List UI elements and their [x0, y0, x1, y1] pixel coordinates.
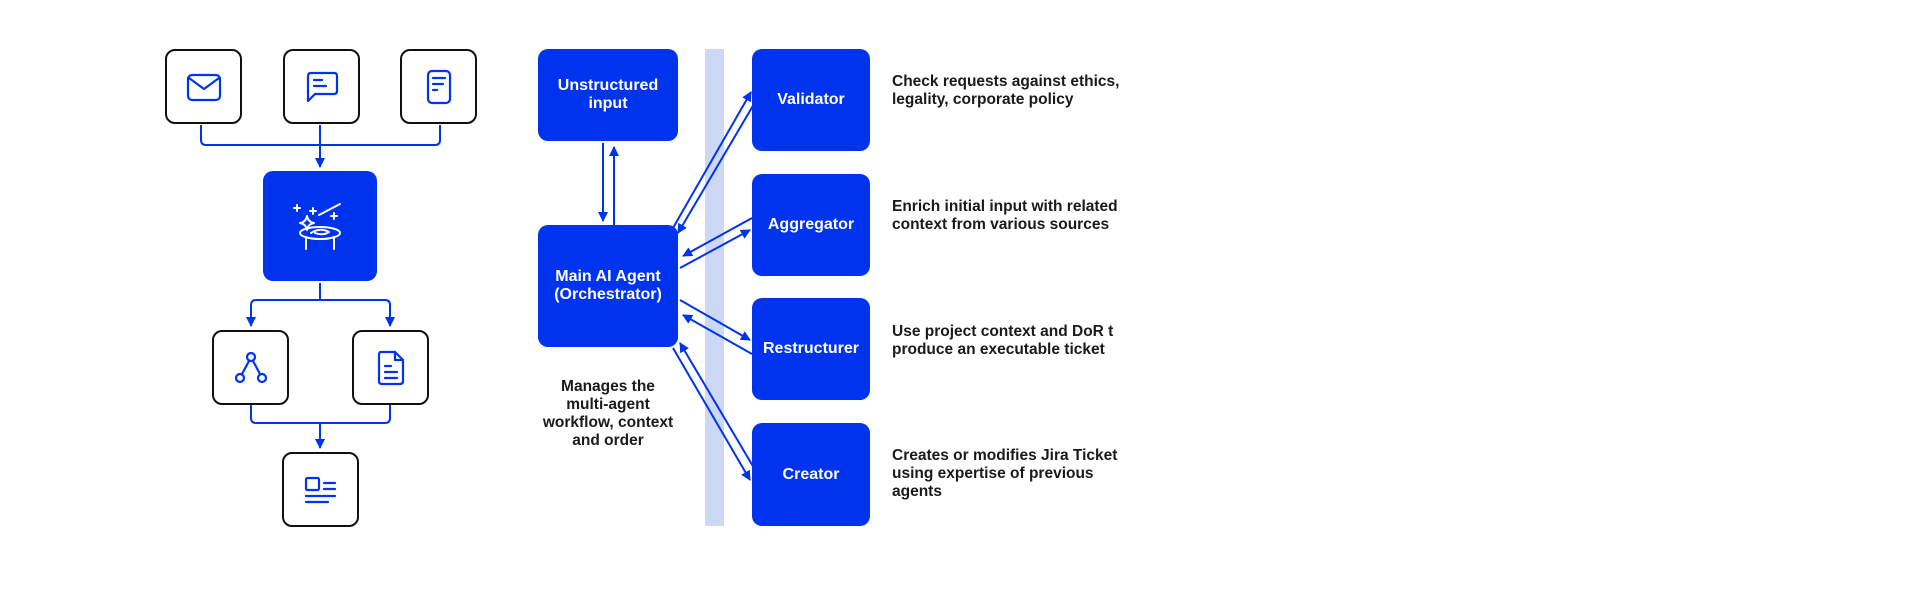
- agent-name: Creator: [782, 465, 840, 483]
- agent-description-validator: Check requests against ethics, legality,…: [892, 73, 1120, 108]
- article-layout-icon: [304, 476, 336, 503]
- orchestrator-note: Manages the multi-agent workflow, contex…: [520, 378, 696, 450]
- agent-name: Restructurer: [762, 340, 860, 357]
- document-icon: [426, 69, 451, 104]
- workflow-nodes-icon: [234, 351, 267, 383]
- input-box-document: [400, 49, 477, 124]
- output-box-article: [282, 452, 359, 527]
- branch-box-file: [352, 330, 429, 405]
- connector-to-branch-1: [246, 299, 320, 327]
- agent-box-validator: Validator: [752, 49, 870, 151]
- file-text-icon: [377, 350, 404, 385]
- orchestrator-box: Main AI Agent (Orchestrator): [538, 225, 678, 347]
- agent-description-restructurer: Use project context and DoR t produce an…: [892, 323, 1114, 358]
- magic-wand-hat-icon: [293, 203, 341, 250]
- agent-box-restructurer: Restructurer: [752, 298, 870, 400]
- input-box-chat: [283, 49, 360, 124]
- ai-processor-box: [263, 171, 377, 281]
- chat-bubble-icon: [306, 71, 338, 102]
- unstructured-input-label: Unstructured input: [557, 77, 659, 112]
- agent-bus-stripe: [705, 49, 724, 526]
- connector-branches-merge: [250, 405, 391, 424]
- unstructured-input-box: Unstructured input: [538, 49, 678, 141]
- agent-name: Aggregator: [767, 216, 855, 233]
- agent-description-creator: Creates or modifies Jira Ticket using ex…: [892, 447, 1118, 500]
- connector-inputs-merge: [200, 125, 441, 146]
- connector-to-branch-2: [320, 299, 395, 327]
- orchestrator-label: Main AI Agent (Orchestrator): [554, 268, 662, 303]
- agent-name: Validator: [777, 91, 845, 108]
- branch-box-workflow: [212, 330, 289, 405]
- agent-description-aggregator: Enrich initial input with related contex…: [892, 198, 1118, 233]
- orchestrator-note-text: Manages the multi-agent workflow, contex…: [542, 378, 674, 449]
- mail-icon: [186, 73, 221, 101]
- input-box-email: [165, 49, 242, 124]
- agent-box-aggregator: Aggregator: [752, 174, 870, 276]
- agent-box-creator: Creator: [752, 423, 870, 526]
